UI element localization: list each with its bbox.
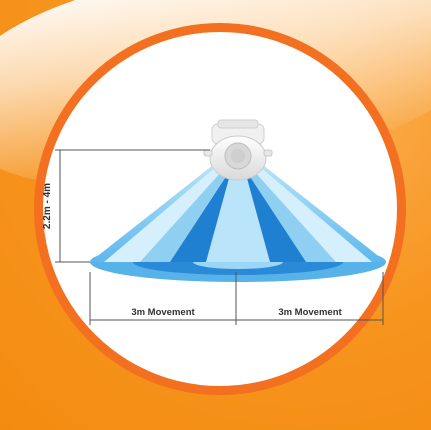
height-dimension [55, 149, 210, 263]
coverage-cone-light-left [104, 160, 234, 262]
range-right-label: 3m Movement [278, 307, 342, 318]
range-dimension [89, 272, 384, 325]
range-left-label: 3m Movement [131, 307, 195, 318]
coverage-cone-mid-left [140, 160, 237, 262]
motion-sensor-icon [203, 119, 273, 181]
coverage-cone-center [206, 160, 270, 262]
coverage-cone-mid-right [239, 160, 336, 262]
coverage-cone-light-right [242, 160, 372, 262]
height-label: 2.2m - 4m [42, 183, 53, 229]
